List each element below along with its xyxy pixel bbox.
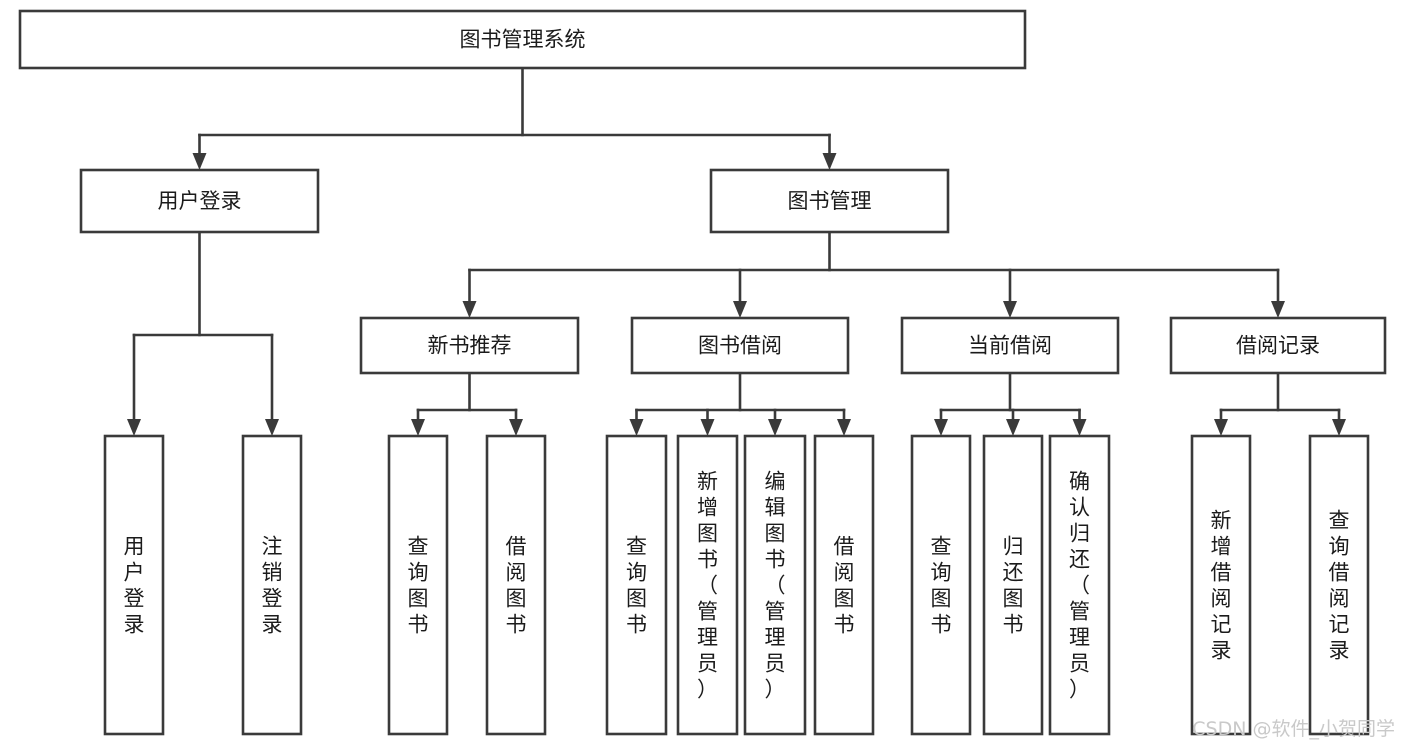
node-box-leaf-add-book — [676, 434, 739, 736]
arrow-head-leaf-user-logout — [265, 419, 279, 436]
arrow-head-leaf-add-record — [1214, 419, 1228, 436]
arrow-head-leaf-add-book — [700, 419, 715, 436]
arrow-head-book-manage — [822, 153, 837, 170]
arrow-head-book-borrow — [733, 301, 747, 318]
node-label-leaf-query-book-3: 查询图书 — [931, 534, 952, 636]
node-leaf-query-record[interactable]: 查询借阅记录 — [1308, 434, 1370, 736]
edge-layer — [127, 66, 1346, 436]
node-box-new-book-rec — [359, 316, 580, 375]
node-box-root — [18, 9, 1027, 70]
node-label-leaf-return-book: 归还图书 — [1003, 534, 1024, 636]
arrow-head-leaf-query-book-1 — [411, 419, 425, 436]
node-leaf-user-logout[interactable]: 注销登录 — [241, 434, 303, 736]
node-leaf-borrow-book-1[interactable]: 借阅图书 — [485, 434, 547, 736]
node-user-login[interactable]: 用户登录 — [79, 168, 320, 234]
node-leaf-query-book-3[interactable]: 查询图书 — [910, 434, 972, 736]
node-box-leaf-edit-book — [743, 434, 807, 736]
node-label-leaf-add-record: 新增借阅记录 — [1211, 508, 1232, 662]
node-box-leaf-user-login — [103, 434, 165, 736]
node-new-book-rec[interactable]: 新书推荐 — [359, 316, 580, 375]
node-leaf-add-book[interactable]: 新增图书（管理员） — [676, 434, 739, 736]
node-label-borrow-record: 借阅记录 — [1236, 334, 1320, 358]
arrow-head-leaf-query-book-2 — [629, 419, 644, 436]
node-leaf-query-book-2[interactable]: 查询图书 — [605, 434, 668, 736]
arrow-head-leaf-query-record — [1332, 419, 1346, 436]
arrow-head-leaf-query-book-3 — [934, 419, 948, 436]
node-borrow-record[interactable]: 借阅记录 — [1169, 316, 1387, 375]
arrow-head-leaf-borrow-book-2 — [837, 419, 851, 436]
node-leaf-borrow-book-2[interactable]: 借阅图书 — [813, 434, 875, 736]
node-box-leaf-user-logout — [241, 434, 303, 736]
node-label-leaf-borrow-book-2: 借阅图书 — [834, 534, 855, 636]
node-label-root: 图书管理系统 — [460, 28, 586, 52]
arrow-head-leaf-user-login — [127, 419, 141, 436]
node-label-leaf-user-logout: 注销登录 — [262, 534, 283, 636]
node-box-leaf-return-book — [982, 434, 1044, 736]
node-box-user-login — [79, 168, 320, 234]
node-leaf-return-book[interactable]: 归还图书 — [982, 434, 1044, 736]
node-box-book-borrow — [630, 316, 850, 375]
node-box-leaf-confirm-return — [1048, 434, 1111, 736]
node-current-borrow[interactable]: 当前借阅 — [900, 316, 1120, 375]
node-label-leaf-add-book: 新增图书（管理员） — [697, 469, 718, 701]
csdn-watermark: CSDN @软件_小贺同学 — [1192, 718, 1395, 740]
arrow-head-new-book-rec — [462, 301, 477, 318]
node-book-borrow[interactable]: 图书借阅 — [630, 316, 850, 375]
node-leaf-user-login[interactable]: 用户登录 — [103, 434, 165, 736]
node-label-current-borrow: 当前借阅 — [968, 334, 1052, 358]
node-box-book-manage — [709, 168, 950, 234]
node-layer: 图书管理系统用户登录图书管理新书推荐图书借阅当前借阅借阅记录用户登录注销登录查询… — [18, 9, 1387, 736]
node-leaf-query-book-1[interactable]: 查询图书 — [387, 434, 449, 736]
node-leaf-add-record[interactable]: 新增借阅记录 — [1190, 434, 1252, 736]
arrow-head-user-login — [192, 153, 207, 170]
node-box-current-borrow — [900, 316, 1120, 375]
arrow-head-leaf-return-book — [1006, 419, 1020, 436]
node-box-leaf-borrow-book-1 — [485, 434, 547, 736]
node-label-leaf-query-record: 查询借阅记录 — [1329, 508, 1350, 662]
node-box-leaf-borrow-book-2 — [813, 434, 875, 736]
node-label-leaf-borrow-book-1: 借阅图书 — [506, 534, 527, 636]
arrow-head-borrow-record — [1271, 301, 1285, 318]
arrow-head-leaf-confirm-return — [1072, 419, 1087, 436]
arrow-head-leaf-edit-book — [768, 419, 782, 436]
arrow-head-current-borrow — [1003, 301, 1017, 318]
node-label-book-manage: 图书管理 — [788, 189, 872, 213]
node-label-new-book-rec: 新书推荐 — [428, 334, 512, 358]
node-box-leaf-add-record — [1190, 434, 1252, 736]
node-box-leaf-query-book-3 — [910, 434, 972, 736]
node-root[interactable]: 图书管理系统 — [18, 9, 1027, 70]
node-box-borrow-record — [1169, 316, 1387, 375]
node-book-manage[interactable]: 图书管理 — [709, 168, 950, 234]
node-label-leaf-query-book-2: 查询图书 — [626, 534, 647, 636]
node-box-leaf-query-record — [1308, 434, 1370, 736]
node-label-book-borrow: 图书借阅 — [698, 334, 782, 358]
node-box-leaf-query-book-1 — [387, 434, 449, 736]
node-label-leaf-query-book-1: 查询图书 — [408, 534, 429, 636]
node-label-leaf-confirm-return: 确认归还（管理员） — [1069, 469, 1090, 701]
node-label-user-login: 用户登录 — [158, 189, 242, 213]
node-label-leaf-edit-book: 编辑图书（管理员） — [765, 469, 786, 701]
arrow-head-leaf-borrow-book-1 — [509, 419, 523, 436]
node-label-leaf-user-login: 用户登录 — [124, 534, 145, 636]
node-leaf-confirm-return[interactable]: 确认归还（管理员） — [1048, 434, 1111, 736]
node-leaf-edit-book[interactable]: 编辑图书（管理员） — [743, 434, 807, 736]
node-box-leaf-query-book-2 — [605, 434, 668, 736]
